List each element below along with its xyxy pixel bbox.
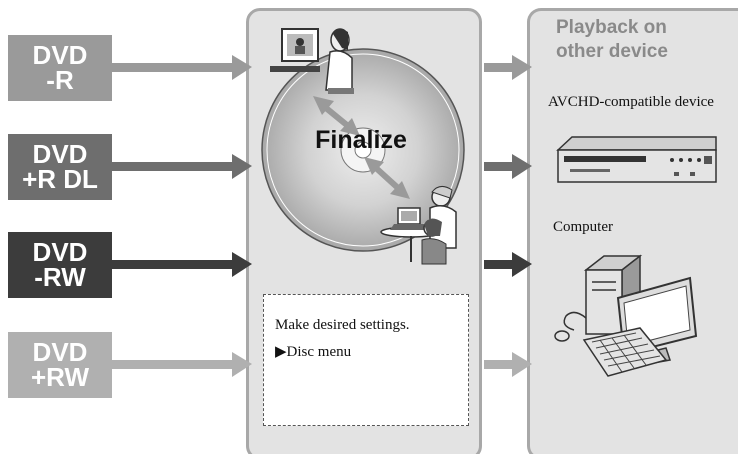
playback-title-line2: other device: [556, 41, 668, 62]
double-arrow-icon: [364, 157, 410, 199]
disc-type-dvd-plus-rw: DVD +RW: [8, 332, 112, 398]
avchd-device-label: AVCHD-compatible device: [548, 94, 714, 110]
disc-type-dvd-rw: DVD -RW: [8, 232, 112, 298]
arrow-out-dvd-plus-rw: [484, 352, 532, 377]
computer-label: Computer: [553, 219, 613, 235]
settings-box: [263, 294, 469, 426]
arrow-dvd-r: [112, 55, 252, 80]
disc-type-dvd-r: DVD -R: [8, 35, 112, 101]
arrow-dvd-rw: [112, 252, 252, 277]
disc-type-line2: +RW: [30, 362, 90, 392]
disc-type-line2: -R: [46, 65, 74, 95]
arrow-out-dvd-r-dl: [484, 154, 532, 179]
disc-type-line1: DVD: [32, 237, 88, 267]
arrow-out-dvd-r: [484, 55, 532, 80]
disc-type-line1: DVD: [32, 40, 88, 70]
disc-type-line2: +R DL: [22, 164, 98, 194]
arrow-out-dvd-rw: [484, 252, 532, 277]
desktop-computer-icon: [554, 254, 698, 377]
arrow-dvd-plus-rw: [112, 352, 252, 377]
disc-type-line2: -RW: [34, 262, 86, 292]
blu-ray-recorder-icon: [556, 136, 717, 183]
people-with-laptop-icon: [380, 186, 457, 265]
person-watching-tv-icon: [270, 28, 354, 94]
disc-type-dvd-r-dl: DVD +R DL: [8, 134, 112, 200]
finalize-label: Finalize: [315, 126, 407, 154]
disc-menu-instruction: ▶Disc menu: [275, 344, 352, 360]
disc-type-line1: DVD: [32, 337, 88, 367]
disc-type-line1: DVD: [32, 139, 88, 169]
double-arrow-icon: [313, 96, 360, 136]
playback-title: Playback on other device: [556, 16, 716, 64]
playback-title-line1: Playback on: [556, 17, 667, 38]
arrow-dvd-r-dl: [112, 154, 252, 179]
settings-instruction: Make desired settings.: [275, 317, 410, 333]
playback-panel: [527, 8, 738, 454]
